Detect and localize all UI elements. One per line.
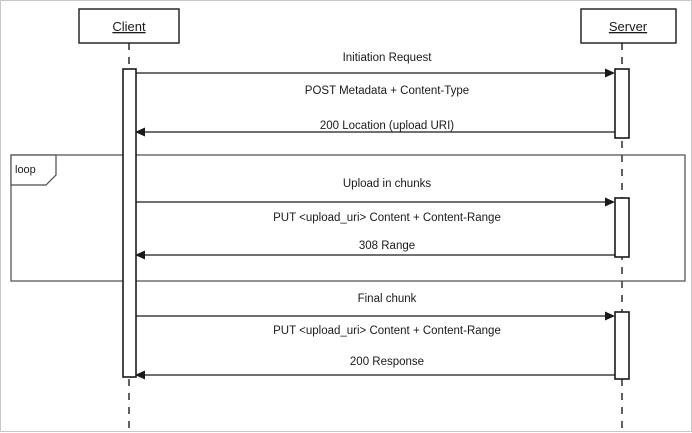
message-label-post-metadata: POST Metadata + Content-Type (305, 85, 469, 97)
message-label-put-chunk: PUT <upload_uri> Content + Content-Range (273, 212, 501, 224)
message-label-put-final: PUT <upload_uri> Content + Content-Range (273, 325, 501, 337)
participant-label-client: Client (112, 19, 146, 34)
loop-fragment-frame (10, 154, 686, 282)
participant-label-server: Server (609, 19, 648, 34)
activation-bar-server-initiation (614, 68, 630, 139)
arrowhead-left-200-response (135, 370, 145, 380)
participant-box-server[interactable] (580, 8, 677, 44)
arrowhead-left-308-range (135, 250, 145, 260)
arrowhead-right-post-metadata (605, 68, 615, 78)
message-note-initiation: Initiation Request (343, 52, 433, 64)
message-note-final-chunk: Final chunk (358, 293, 417, 305)
message-label-308-range: 308 Range (359, 240, 415, 252)
arrowhead-left-200-location (135, 127, 145, 137)
arrowhead-right-put-chunk (605, 197, 615, 207)
participant-box-client[interactable] (78, 8, 180, 44)
message-label-200-response: 200 Response (350, 356, 424, 368)
activation-bar-server-final (614, 311, 630, 380)
loop-fragment-label: loop (15, 164, 36, 176)
activation-bar-server-chunk (614, 197, 630, 258)
arrowhead-right-put-final (605, 311, 615, 321)
loop-fragment-tab (10, 154, 57, 186)
message-label-200-location: 200 Location (upload URI) (320, 120, 454, 132)
message-note-upload-chunks: Upload in chunks (343, 178, 431, 190)
activation-bar-client (122, 68, 137, 378)
